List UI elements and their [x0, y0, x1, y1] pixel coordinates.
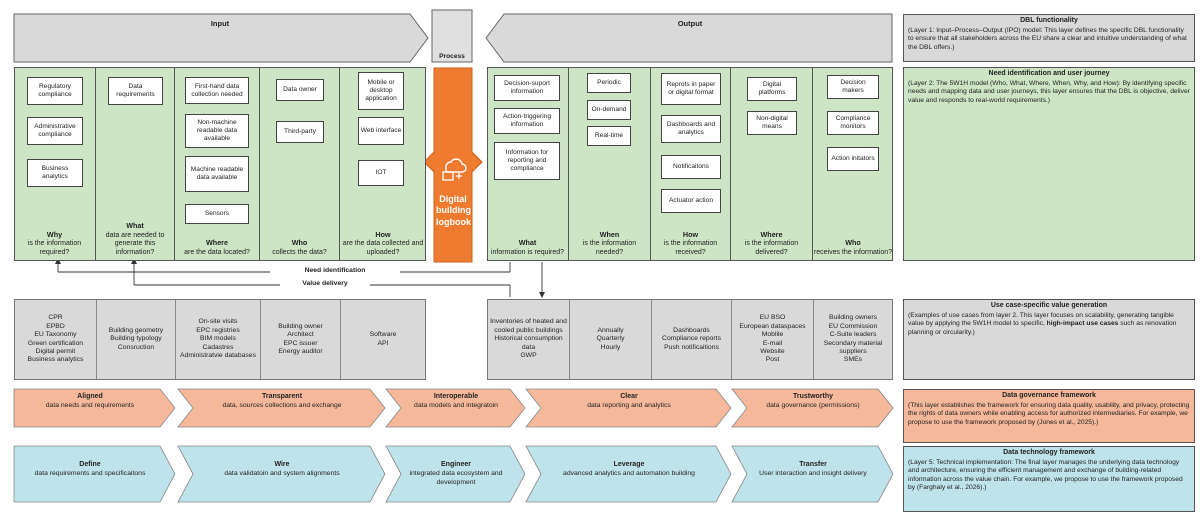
box: Actuator action [661, 189, 721, 213]
col-sub: receives the information? [813, 248, 893, 256]
box: On-demand [587, 100, 631, 120]
col-question: Where [206, 238, 228, 248]
box: Compliance monitors [827, 111, 879, 135]
box: Dashboards and analytics [661, 115, 721, 143]
box: Web interface [358, 117, 404, 145]
col-sub: is the information delivered? [744, 240, 799, 256]
cloud-sync-icon [438, 154, 468, 184]
box: First-hand data collection needed [185, 77, 249, 104]
box: Notificaitons [661, 155, 721, 179]
box: Digital platforms [747, 77, 797, 101]
col-question: How [375, 229, 391, 239]
col-question: Who [291, 238, 308, 248]
example-cell: Annually Quarterly Hourly [570, 300, 652, 379]
example-cell: Dashboards Compliance reports Push notif… [652, 300, 732, 379]
example-cell: Building geometry Building typology Cons… [97, 300, 176, 379]
box: Decision makers [827, 75, 879, 99]
box: Non-machine readable data available [185, 114, 249, 148]
input-col-how: Mobile or desktop application Web interf… [340, 67, 426, 260]
example-cell: Inventories of heated and cooled public … [488, 300, 570, 379]
need-identification-label: Need identification [270, 267, 400, 276]
output-col-where: Digital platforms Non-digital means Wher… [731, 67, 813, 260]
box: IOT [358, 160, 404, 186]
box: Third-party [276, 121, 324, 143]
box: Decision-suport information [494, 75, 560, 101]
col-sub: are the data collected and uploaded? [342, 240, 424, 256]
col-sub: is the information needed? [582, 240, 637, 256]
col-question: Where [760, 229, 783, 239]
panel-data-technology: Data technology framework (Layer 5: Tech… [903, 446, 1195, 512]
box: Administrative compliance [27, 117, 83, 145]
value-delivery-label: Value delivery [280, 280, 370, 289]
box: Real-time [587, 126, 631, 146]
logbook-title: Digital building logbook [436, 194, 471, 227]
col-question: Why [46, 229, 63, 239]
col-question: When [599, 229, 620, 239]
input-col-why: Regulatory compliance Administrative com… [14, 67, 96, 260]
examples-left: CPR EPBD EU Taxonomy Green certification… [14, 299, 426, 380]
output-col-how: Reprots in paper or digital format Dashb… [651, 67, 731, 260]
output-col-who: Decision makers Compliance monitors Acti… [813, 67, 893, 260]
panel-need-identification: Need identification and user journey (La… [903, 67, 1195, 261]
col-question: What [126, 221, 144, 231]
col-sub: data are needed to generate this informa… [105, 231, 165, 256]
process-label: Process [439, 53, 465, 60]
box: Action initators [827, 147, 879, 171]
box: Data owner [276, 79, 324, 101]
panel-dbl-functionality: DBL functionality (Layer 1: Input–Proces… [903, 14, 1195, 62]
col-sub: is the information received? [663, 240, 718, 256]
box: Action-triggering information [494, 108, 560, 134]
col-question: How [682, 229, 699, 239]
input-label: Input [210, 19, 230, 28]
col-sub: are the data located? [184, 248, 250, 256]
col-question: What [518, 238, 537, 248]
input-col-where: First-hand data collection needed Non-ma… [175, 67, 260, 260]
panel-data-governance: Data governance framework (This layer es… [903, 389, 1195, 443]
col-sub: is the information required? [27, 240, 82, 256]
box: Machine readable data available [185, 156, 249, 192]
output-col-what: Decision-suport information Action-trigg… [487, 67, 569, 260]
example-cell: Building owner Architect EPC issuer Ener… [261, 300, 341, 379]
output-label: Output [677, 19, 703, 28]
examples-right: Inventories of heated and cooled public … [487, 299, 893, 380]
box: Periodic [587, 73, 631, 93]
box: Mobile or desktop application [358, 72, 404, 110]
panel-use-case: Use case-specific value generation (Exam… [903, 299, 1195, 380]
box: Sensors [185, 204, 249, 224]
box: Information for reporting and compliance [494, 142, 560, 180]
col-sub: information is required? [490, 248, 565, 256]
box: Non-digital means [747, 111, 797, 135]
example-cell: Software API [369, 331, 397, 347]
box: Regulatory compliance [27, 77, 83, 105]
example-cell: On-site visits EPC registries BIM models… [176, 300, 261, 379]
col-sub: collects the data? [272, 248, 327, 256]
example-cell: CPR EPBD EU Taxonomy Green certification… [15, 300, 97, 379]
box: Data requirements [108, 77, 163, 105]
box: Business analytics [27, 159, 83, 187]
col-question: Who [845, 238, 861, 248]
example-cell: Building owners EU Commission C-Suite le… [823, 314, 883, 364]
example-cell: EU BSO European dataspaces Moblile E-mai… [732, 300, 814, 379]
box: Reprots in paper or digital format [661, 73, 721, 105]
